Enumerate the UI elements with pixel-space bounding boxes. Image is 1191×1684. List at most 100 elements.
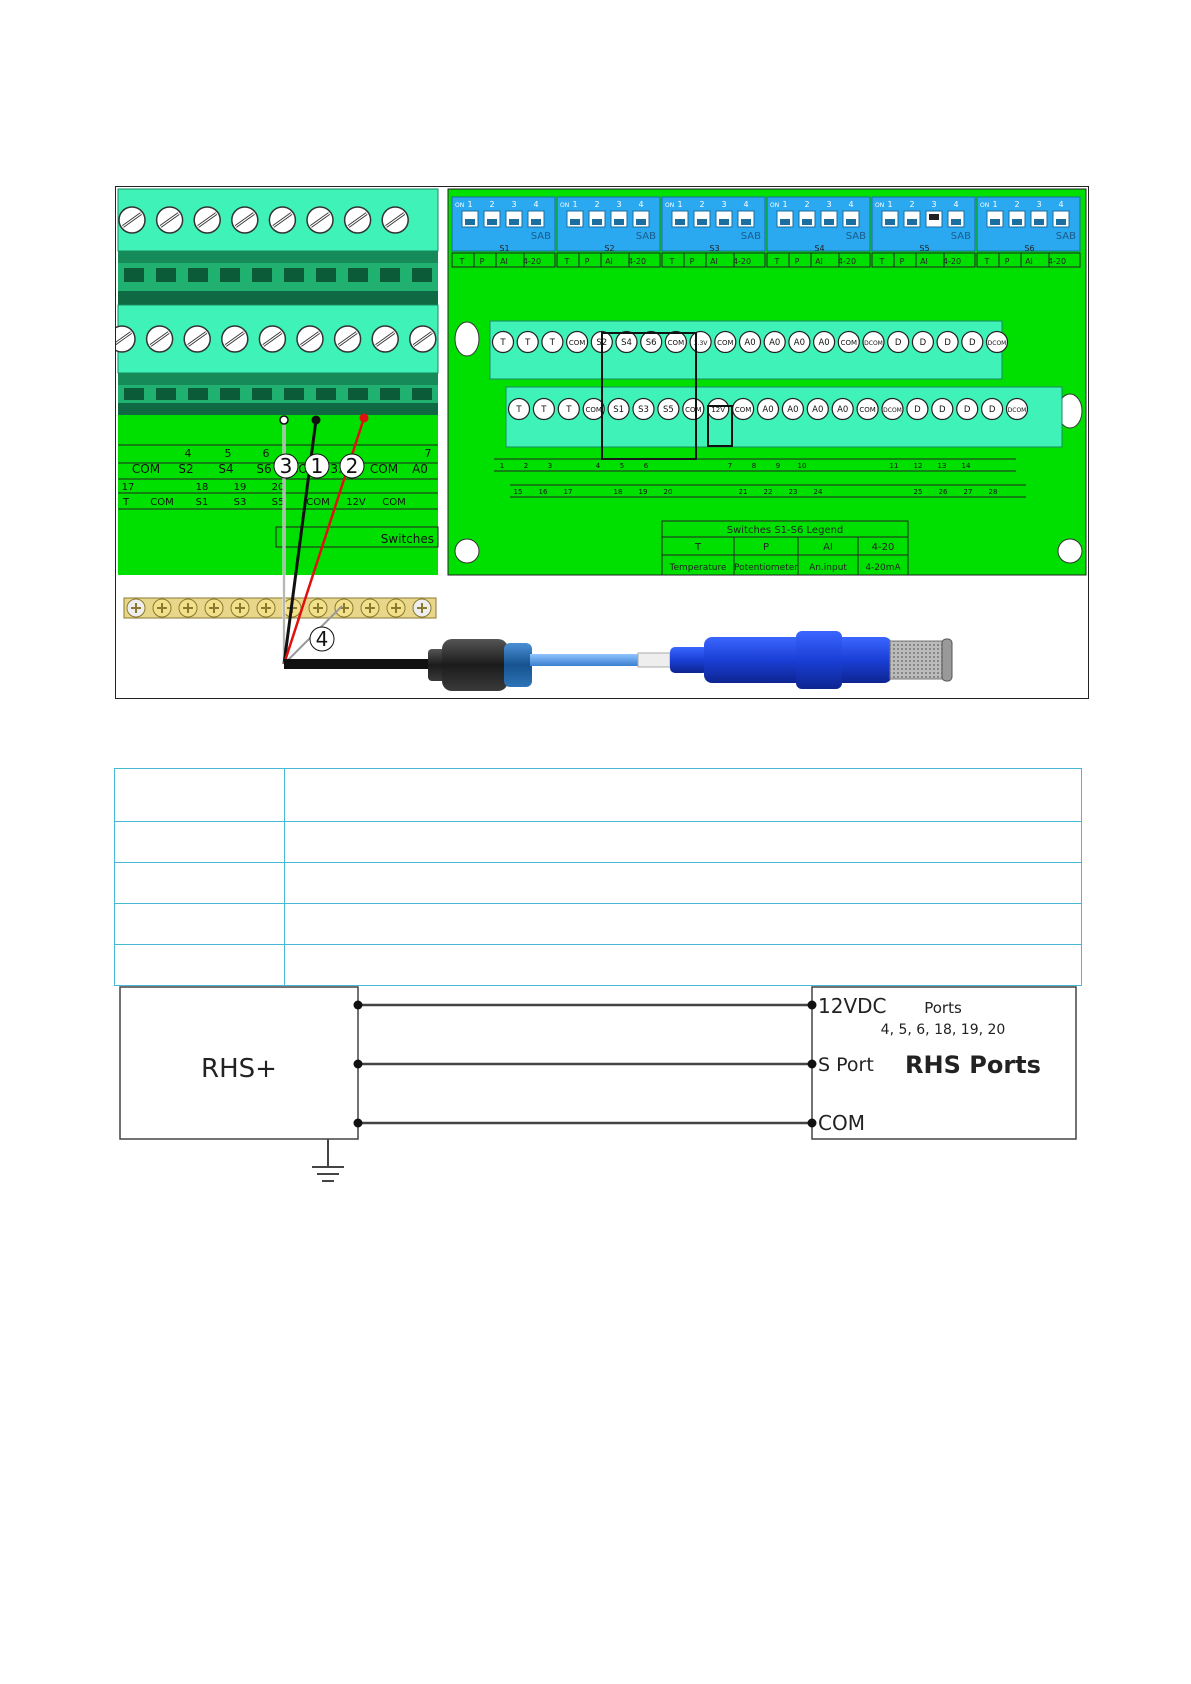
switch-sab-label: SAB bbox=[951, 231, 971, 242]
closeup-label: A0 bbox=[412, 462, 428, 476]
terminal-screw-icon[interactable] bbox=[781, 397, 805, 421]
screw-icon bbox=[409, 325, 437, 353]
terminal-screw-icon[interactable] bbox=[657, 397, 680, 421]
terminal-number: 14 bbox=[962, 462, 971, 470]
terminal-screw-icon[interactable] bbox=[856, 397, 879, 421]
ground-screw-icon bbox=[412, 598, 432, 618]
terminal-number: 18 bbox=[614, 488, 623, 496]
terminal-screw-icon[interactable] bbox=[640, 330, 663, 354]
terminal-number: 24 bbox=[814, 488, 823, 496]
terminal-screw-icon[interactable] bbox=[714, 330, 737, 354]
terminal-screw-icon[interactable] bbox=[516, 330, 539, 354]
terminal-label: COM bbox=[668, 339, 684, 347]
terminal-screw-icon[interactable] bbox=[985, 330, 1009, 354]
switch-legend-item: AI bbox=[920, 257, 928, 266]
screw-icon bbox=[118, 206, 146, 234]
terminal-screw-icon[interactable] bbox=[911, 330, 935, 354]
terminal-screw-icon[interactable] bbox=[632, 397, 655, 421]
screw-icon bbox=[381, 206, 409, 234]
terminal-screw-icon[interactable] bbox=[763, 330, 786, 354]
signal-lines bbox=[353, 1000, 817, 1128]
screw-icon bbox=[296, 325, 324, 353]
terminal-screw-icon[interactable] bbox=[812, 330, 836, 354]
closeup-number: 5 bbox=[225, 447, 232, 460]
terminal-number: 23 bbox=[789, 488, 798, 496]
terminal-screw-icon[interactable] bbox=[956, 397, 979, 421]
dip-number: 2 bbox=[699, 200, 704, 209]
terminal-screw-icon[interactable] bbox=[541, 330, 564, 354]
closeup-number: 7 bbox=[425, 447, 432, 460]
terminal-screw-icon[interactable] bbox=[881, 397, 904, 421]
switch-bank-name: S2 bbox=[604, 244, 614, 253]
dip-number: 3 bbox=[931, 200, 936, 209]
switch-legend-item: P bbox=[900, 257, 905, 266]
terminal-label: 12V bbox=[711, 406, 725, 414]
terminal-screw-icon[interactable] bbox=[491, 330, 515, 354]
terminal-number: 22 bbox=[764, 488, 773, 496]
terminal-screw-icon[interactable] bbox=[582, 397, 605, 421]
terminal-label: DCOM bbox=[864, 340, 883, 347]
switch-legend-item: 4-20 bbox=[628, 257, 646, 266]
switch-bank-name: S1 bbox=[499, 244, 509, 253]
screw-icon bbox=[306, 206, 334, 234]
switch-on-label: ON bbox=[665, 202, 674, 209]
terminal-screw-icon[interactable] bbox=[664, 330, 688, 354]
terminal-screw-icon[interactable] bbox=[557, 397, 580, 421]
switch-legend-item: P bbox=[585, 257, 590, 266]
terminal-label: D bbox=[895, 338, 902, 348]
terminal-screw-icon[interactable] bbox=[1005, 397, 1029, 421]
switch-on-label: ON bbox=[875, 202, 884, 209]
terminal-screw-icon[interactable] bbox=[738, 330, 762, 354]
terminal-screw-icon[interactable] bbox=[887, 330, 910, 354]
terminal-number: 13 bbox=[938, 462, 947, 470]
closeup-number: 4 bbox=[185, 447, 192, 460]
switch-bank-name: S5 bbox=[919, 244, 929, 253]
terminal-screw-icon[interactable] bbox=[862, 330, 885, 354]
screw-icon bbox=[145, 325, 174, 353]
terminal-screw-icon[interactable] bbox=[936, 330, 959, 354]
screw-icon bbox=[193, 206, 221, 234]
terminal-screw-icon[interactable] bbox=[980, 397, 1004, 421]
closeup-label: S5 bbox=[272, 497, 285, 508]
terminal-screw-icon[interactable] bbox=[756, 397, 780, 421]
terminal-number: 28 bbox=[989, 488, 998, 496]
terminal-label: T bbox=[549, 338, 556, 348]
terminal-screw-icon[interactable] bbox=[961, 330, 984, 354]
terminal-label: A0 bbox=[818, 338, 829, 348]
screw-icon bbox=[268, 206, 297, 234]
terminal-screw-icon[interactable] bbox=[532, 397, 555, 421]
terminal-screw-icon[interactable] bbox=[906, 397, 929, 421]
terminal-screw-icon[interactable] bbox=[806, 397, 829, 421]
terminal-screw-icon[interactable] bbox=[507, 397, 531, 421]
switch-sab-label: SAB bbox=[1056, 231, 1076, 242]
terminal-label: D bbox=[920, 338, 927, 348]
terminal-label: D bbox=[964, 405, 971, 415]
mounting-hole bbox=[1057, 538, 1083, 564]
mounting-hole bbox=[454, 538, 480, 564]
ground-screw-icon bbox=[126, 598, 146, 618]
terminal-screw-icon[interactable] bbox=[931, 397, 954, 421]
terminal-screw-icon[interactable] bbox=[615, 330, 638, 354]
ground-screw-icon bbox=[204, 598, 224, 618]
dip-number: 3 bbox=[826, 200, 831, 209]
dip-number: 4 bbox=[1058, 200, 1063, 209]
terminal-number: 11 bbox=[890, 462, 899, 470]
terminal-number: 4 bbox=[596, 462, 601, 470]
closeup-label: S2 bbox=[178, 462, 193, 476]
terminal-number: 17 bbox=[564, 488, 573, 496]
switch-sab-label: SAB bbox=[741, 231, 761, 242]
terminal-number: 1 bbox=[500, 462, 504, 470]
rhs-ports-title: RHS Ports bbox=[905, 1051, 1041, 1079]
terminal-label: S5 bbox=[663, 405, 674, 415]
terminal-screw-icon[interactable] bbox=[607, 397, 630, 421]
switch-legend-item: T bbox=[984, 257, 990, 266]
terminal-screw-icon[interactable] bbox=[837, 330, 860, 354]
switch-bank-name: S4 bbox=[814, 244, 824, 253]
terminal-screw-icon[interactable] bbox=[566, 330, 589, 354]
terminal-screw-icon[interactable] bbox=[831, 397, 854, 421]
terminal-screw-icon[interactable] bbox=[682, 397, 705, 421]
terminal-screw-icon[interactable] bbox=[788, 330, 811, 354]
terminal-label: COM bbox=[685, 406, 701, 414]
